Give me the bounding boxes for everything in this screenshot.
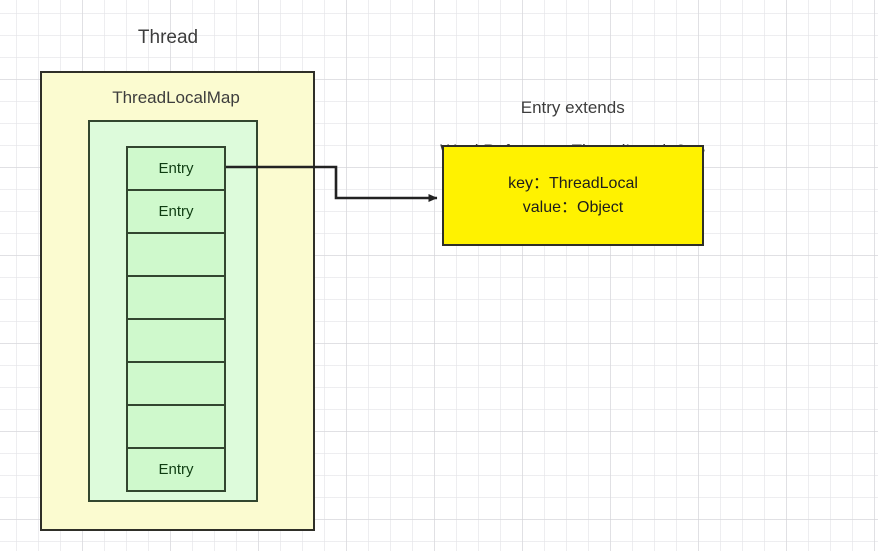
entry-cell (126, 360, 226, 407)
entry-detail-value-line: value：Object (522, 198, 624, 216)
entry-table: Entry Entry Entry (126, 146, 226, 493)
entry-extends-caption-line1: Entry extends (520, 97, 625, 117)
entry-detail-box: key：ThreadLocal value：Object (442, 145, 704, 246)
entry-cell: Entry (126, 146, 226, 192)
entry-cell (126, 231, 226, 278)
thread-label: Thread (137, 27, 199, 48)
entry-cell (126, 403, 226, 450)
entry-cell: Entry (126, 188, 226, 235)
entry-cell (126, 317, 226, 364)
entry-detail-key-line: key：ThreadLocal (508, 175, 638, 193)
entry-cell (126, 274, 226, 321)
threadlocalmap-label: ThreadLocalMap (112, 88, 240, 107)
entry-cell: Entry (126, 446, 226, 493)
